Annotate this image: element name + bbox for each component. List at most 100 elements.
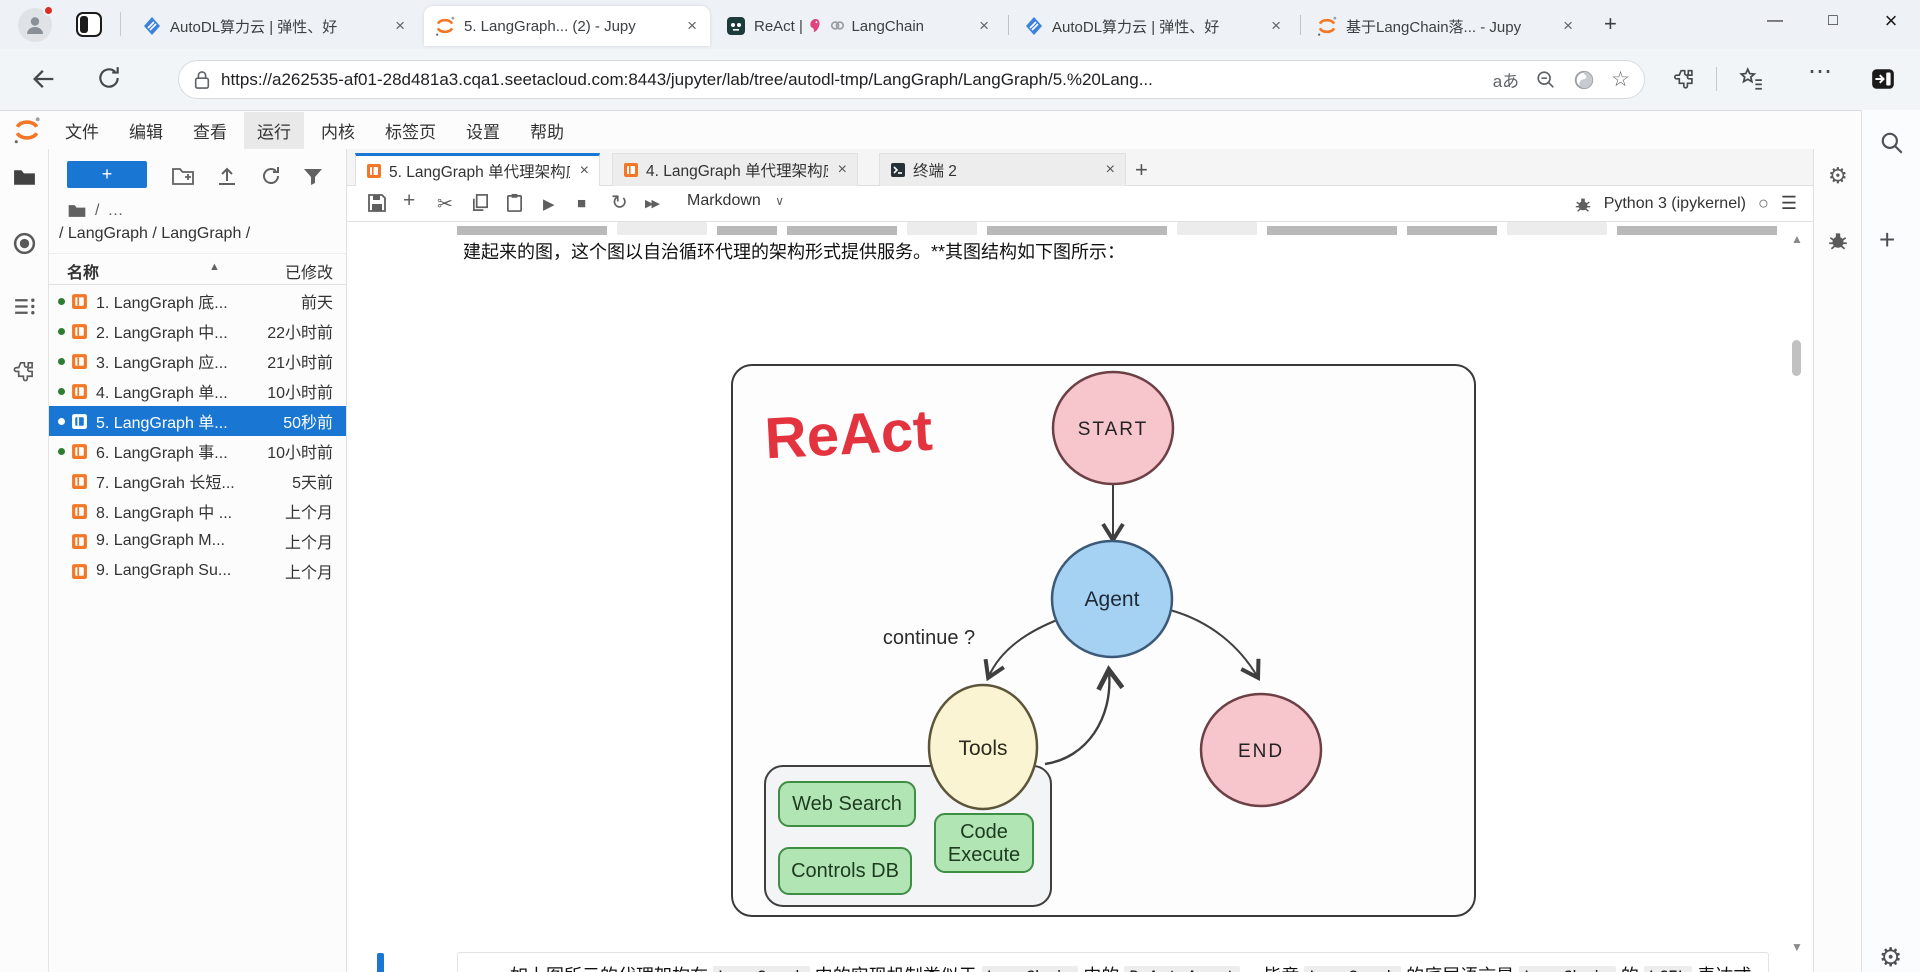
cut-cell-icon[interactable]: ✂ [437, 194, 453, 215]
new-folder-icon[interactable] [171, 164, 195, 188]
close-icon[interactable]: × [579, 162, 589, 179]
close-icon[interactable]: × [395, 16, 405, 35]
markdown-cell[interactable]: 如上图所示的代理架构在 LangGraph 中的实现机制类似于 LangChai… [457, 952, 1769, 972]
running-kernels-icon[interactable] [12, 231, 37, 256]
close-icon[interactable]: × [1271, 16, 1281, 35]
scroll-up-icon[interactable]: ▲ [1791, 232, 1803, 246]
upload-icon[interactable] [215, 164, 239, 188]
menu-run[interactable]: 运行 [244, 111, 304, 149]
tab-actions-icon[interactable] [76, 12, 102, 37]
kernel-name[interactable]: Python 3 (ipykernel) [1603, 194, 1746, 212]
browser-tab-autodl-1[interactable]: AutoDL算力云 | 弹性、好 × [132, 6, 418, 46]
toolbar-menu-icon[interactable]: ☰ [1780, 193, 1797, 213]
copy-cell-icon[interactable] [471, 193, 490, 212]
extensions-puzzle-icon[interactable] [1672, 67, 1696, 91]
restart-kernel-icon[interactable]: ↻ [611, 192, 628, 214]
sidebar-settings-gear-icon[interactable]: ⚙ [1879, 942, 1903, 972]
file-row[interactable]: 1. LangGraph 底...前天 [49, 286, 346, 316]
doc-tab-notebook-5[interactable]: 5. LangGraph 单代理架构应 × [355, 153, 600, 186]
browser-tab-jupyter-active[interactable]: 5. LangGraph... (2) - Jupy × [424, 6, 710, 46]
favorite-star-icon[interactable]: ☆ [1611, 68, 1630, 91]
copilot-sidebar-icon[interactable] [1870, 66, 1896, 92]
unsaved-dot [58, 538, 65, 545]
column-modified[interactable]: 已修改 [284, 265, 333, 282]
file-row[interactable]: 9. LangGraph M...上个月 [49, 526, 346, 556]
menu-view[interactable]: 查看 [193, 122, 227, 142]
window-close-button[interactable]: × [1884, 8, 1898, 33]
md-text: 的底层语言是 [1401, 966, 1519, 972]
browser-tab-langchain-jupyter[interactable]: 基于LangChain落... - Jupy × [1306, 6, 1586, 46]
zoom-out-icon[interactable] [1535, 69, 1557, 91]
file-row[interactable]: 6. LangGraph 事...10小时前 [49, 436, 346, 466]
back-icon[interactable] [30, 65, 58, 93]
refresh-icon[interactable] [96, 65, 122, 91]
browser-tab-react-langchain[interactable]: ReAct | LangChain × [716, 6, 1002, 46]
favorites-bar-icon[interactable] [1738, 66, 1764, 92]
lock-icon[interactable] [193, 70, 211, 90]
file-row-selected[interactable]: 5. LangGraph 单...50秒前 [49, 406, 346, 436]
minimize-button[interactable]: — [1767, 12, 1783, 29]
cell-type-dropdown[interactable]: Markdown ∨ [687, 192, 784, 210]
breadcrumb-ellipsis[interactable]: … [107, 202, 124, 219]
file-row[interactable]: 8. LangGraph 中 ...上个月 [49, 496, 346, 526]
breadcrumb-root[interactable]: / [95, 202, 100, 219]
agent-label: Agent [1085, 588, 1140, 611]
menu-help[interactable]: 帮助 [530, 122, 564, 142]
sidebar-add-icon[interactable]: + [1879, 224, 1896, 255]
file-row[interactable]: 7. LangGrah 长短...5天前 [49, 466, 346, 496]
menu-edit[interactable]: 编辑 [129, 122, 163, 142]
scroll-down-icon[interactable]: ▼ [1791, 940, 1803, 954]
property-inspector-gear-icon[interactable]: ⚙ [1828, 163, 1848, 188]
menu-tabs[interactable]: 标签页 [385, 122, 436, 142]
browser-tab-autodl-2[interactable]: AutoDL算力云 | 弹性、好 × [1014, 6, 1294, 46]
translate-icon[interactable]: aあ [1492, 72, 1520, 91]
debugger-bug-icon[interactable] [1574, 195, 1592, 213]
stop-kernel-icon[interactable]: ■ [577, 195, 587, 212]
file-row[interactable]: 9. LangGraph Su...上个月 [49, 556, 346, 586]
doc-tab-notebook-4[interactable]: 4. LangGraph 单代理架构应 × [612, 153, 858, 186]
new-tab-button[interactable]: + [1604, 11, 1617, 36]
debugger-sidebar-icon[interactable] [1827, 229, 1849, 251]
address-bar[interactable]: https://a262535-af01-28d481a3.cqa1.seeta… [178, 60, 1645, 99]
file-row[interactable]: 4. LangGraph 单...10小时前 [49, 376, 346, 406]
maximize-button[interactable]: □ [1828, 12, 1838, 29]
menu-file[interactable]: 文件 [65, 122, 99, 142]
scrollbar-thumb[interactable] [1792, 340, 1801, 376]
files-icon[interactable] [12, 165, 37, 190]
filter-icon[interactable] [301, 164, 325, 188]
new-launcher-button[interactable]: + [67, 161, 147, 188]
column-name[interactable]: 名称 [67, 265, 100, 282]
extension-manager-icon[interactable] [12, 359, 37, 384]
doc-tab-terminal-2[interactable]: 终端 2 × [879, 153, 1126, 186]
close-icon[interactable]: × [979, 16, 989, 35]
more-menu-icon[interactable]: ⋯ [1808, 58, 1833, 85]
close-icon[interactable]: × [687, 16, 697, 35]
browser-essentials-icon[interactable] [1573, 69, 1595, 91]
file-row[interactable]: 3. LangGraph 应...21小时前 [49, 346, 346, 376]
divider [1300, 15, 1301, 35]
sort-asc-icon[interactable]: ▲ [209, 261, 220, 273]
notebook-content[interactable]: 建起来的图，这个图以自治循环代理的架构形式提供服务。**其图结构如下图所示： R… [347, 222, 1813, 972]
breadcrumb-path[interactable]: / LangGraph / LangGraph / [59, 225, 251, 242]
file-list-header[interactable]: 名称 ▲ 已修改 [49, 253, 346, 285]
save-icon[interactable] [367, 193, 387, 213]
restart-run-all-icon[interactable]: ▶▶ [645, 198, 660, 210]
file-row[interactable]: 2. LangGraph 中...22小时前 [49, 316, 346, 346]
menu-settings[interactable]: 设置 [466, 122, 500, 142]
close-icon[interactable]: × [837, 161, 847, 178]
refresh-files-icon[interactable] [259, 164, 283, 188]
sidebar-search-icon[interactable] [1879, 130, 1905, 156]
menu-kernel[interactable]: 内核 [321, 122, 355, 142]
run-cell-icon[interactable]: ▶ [543, 196, 555, 213]
close-icon[interactable]: × [1563, 16, 1573, 35]
toc-icon[interactable] [12, 295, 37, 320]
url-text[interactable]: https://a262535-af01-28d481a3.cqa1.seeta… [221, 69, 1153, 89]
profile-avatar[interactable] [18, 5, 54, 42]
notebook-scrollbar[interactable]: ▲ ▼ [1789, 222, 1805, 972]
add-cell-icon[interactable]: + [403, 189, 416, 212]
add-tab-icon[interactable]: + [1135, 157, 1148, 182]
close-icon[interactable]: × [1105, 161, 1115, 178]
paste-cell-icon[interactable] [505, 193, 524, 212]
breadcrumb[interactable]: / … [67, 201, 123, 221]
